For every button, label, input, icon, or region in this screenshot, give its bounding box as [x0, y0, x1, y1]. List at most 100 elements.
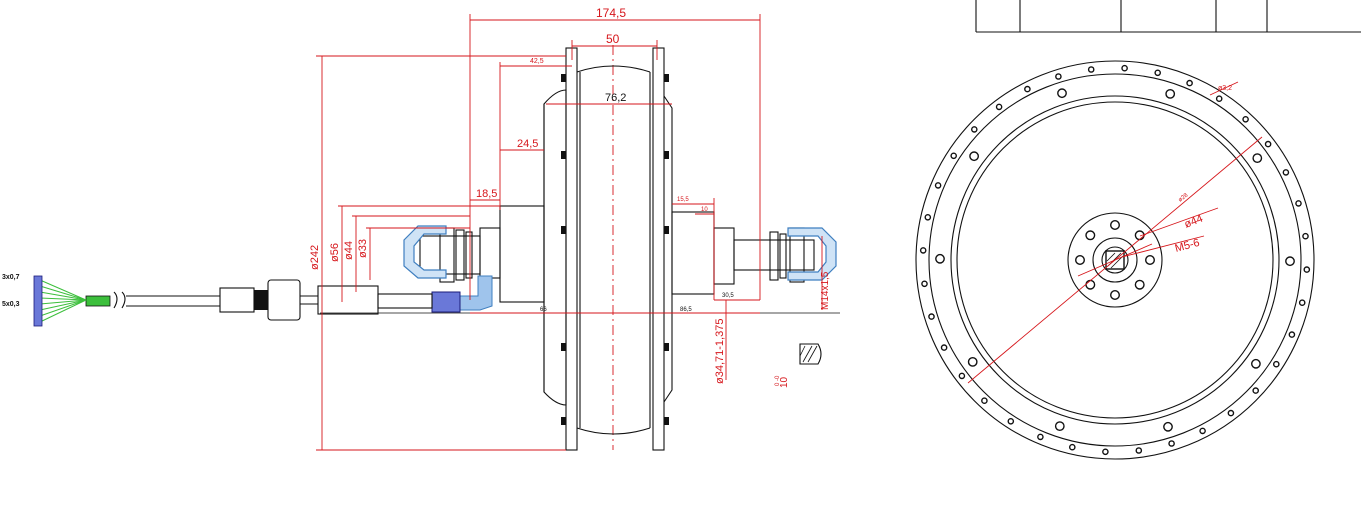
- outer-bolt-hole: [1199, 427, 1206, 435]
- outer-bolt-hole: [1102, 448, 1109, 456]
- left-hub-shoulder: [499, 205, 545, 303]
- hub-shell: [543, 89, 567, 406]
- outer-bolt-hole: [1168, 440, 1175, 447]
- right-axle-clamp: [787, 227, 837, 281]
- outer-bolt-hole: [1303, 266, 1311, 273]
- dim-15-5: 15,5: [677, 197, 689, 203]
- dim-18-5: 18,5: [476, 188, 497, 200]
- outer-bolt-hole: [1295, 200, 1302, 207]
- mid-bolt-hole: [1165, 89, 1176, 99]
- dim-dia-33: ø33: [357, 239, 369, 258]
- outer-bolt-hole: [995, 103, 1003, 111]
- cable-gland: [431, 291, 461, 313]
- wire-terminal-block: [33, 275, 43, 327]
- mid-bolt-hole: [1057, 88, 1067, 99]
- outer-bolt-hole: [1282, 169, 1290, 176]
- dim-24-5: 24,5: [517, 138, 538, 150]
- dim-10: 10: [701, 207, 708, 213]
- outer-bolt-hole: [928, 313, 935, 320]
- dim-dia-242: ø242: [309, 245, 321, 270]
- mid-bolt-hole: [1163, 421, 1173, 432]
- dim-66: 66: [540, 307, 547, 313]
- outer-bolt-hole: [981, 397, 988, 405]
- outer-bolt-hole: [1055, 73, 1062, 80]
- left-axle-clamp: [403, 225, 447, 279]
- outer-bolt-hole: [950, 152, 958, 160]
- front-hole-dia: ø3,2: [1218, 85, 1232, 92]
- connector-female: [317, 285, 379, 315]
- dim-42-5: 42,5: [530, 58, 544, 65]
- outer-bolt-hole: [1154, 69, 1161, 77]
- outer-bolt-hole: [919, 247, 927, 254]
- dim-76-2: 76,2: [605, 92, 626, 104]
- right-hub-shoulder: [671, 211, 715, 295]
- outer-bolt-hole: [940, 344, 948, 351]
- dim-stator-width: 50: [606, 32, 620, 46]
- title-block: [975, 0, 1361, 33]
- outer-bolt-hole: [1252, 387, 1259, 394]
- mid-bolt-hole: [967, 356, 978, 367]
- outer-bolt-hole: [971, 126, 978, 133]
- dim-thread-m14: M14x1,5: [820, 271, 831, 310]
- boss-bolt-hole: [1074, 254, 1085, 265]
- wire-label-2: 5x0,3: [2, 301, 20, 308]
- outer-bolt-hole: [1298, 299, 1306, 307]
- axle-flat-section: 10 0 -0: [775, 343, 822, 388]
- outer-bolt-hole: [1087, 66, 1095, 73]
- mid-bolt-hole: [1252, 153, 1263, 164]
- center-boss: [1067, 212, 1163, 308]
- cable-boot: [377, 293, 433, 309]
- flat-dim: 10: [779, 376, 790, 388]
- outer-bolt-hole: [1264, 140, 1272, 148]
- front-dia-44: ø44: [1183, 213, 1205, 231]
- dim-overall-width: 174,5: [596, 6, 626, 20]
- boss-bolt-holes: [1074, 219, 1155, 301]
- front-pcd: ø28: [1178, 192, 1190, 204]
- hub-motor-side-view: 174,5 50 42,5 76,2 24,5 18,5 15,5 10 30,…: [2, 6, 840, 451]
- boss-bolt-hole: [1085, 230, 1096, 241]
- right-flange: [652, 47, 665, 451]
- mid-bolt-holes: [935, 88, 1295, 432]
- hub-motor-front-view: ø3,2 ø28 ø44 M5-6: [915, 60, 1315, 460]
- dim-86-5: 86,5: [680, 307, 692, 313]
- dim-axle-dia: ø34,71-1,375: [714, 319, 726, 384]
- boss-bolt-hole: [1109, 219, 1120, 230]
- mid-bolt-hole: [1251, 358, 1261, 369]
- dim-dia-44: ø44: [343, 241, 355, 260]
- outer-bolt-hole: [921, 280, 928, 288]
- flat-tolerance: 0 -0: [775, 375, 781, 386]
- outer-bolt-hole: [1186, 79, 1193, 87]
- outer-bolt-hole: [1302, 232, 1309, 240]
- outer-bolt-hole: [1121, 64, 1128, 72]
- outer-bolt-hole: [1135, 447, 1143, 454]
- cable-sleeve: [85, 295, 111, 307]
- outer-rim: [915, 60, 1315, 460]
- mid-bolt-hole: [1285, 256, 1295, 267]
- boss-bolt-hole: [1085, 279, 1096, 290]
- outer-bolt-hole: [1288, 331, 1296, 338]
- mid-bolt-hole: [969, 151, 979, 162]
- boss-bolt-hole: [1144, 254, 1155, 265]
- outer-bolt-hole: [1215, 95, 1223, 102]
- outer-bolt-hole: [958, 372, 966, 380]
- outer-bolt-holes: [919, 64, 1311, 456]
- front-thread: M5-6: [1174, 237, 1201, 255]
- wire-harness: [39, 279, 87, 323]
- outer-bolt-hole: [1273, 360, 1280, 368]
- connector-male: [219, 287, 255, 313]
- outer-bolt-hole: [924, 213, 932, 221]
- left-flange: [565, 47, 578, 451]
- connector-nut: [267, 279, 301, 321]
- dim-dia-56: ø56: [329, 243, 341, 262]
- outer-bolt-hole: [934, 182, 942, 189]
- wire-label-1: 3x0,7: [2, 274, 20, 281]
- left-axle: [419, 235, 481, 275]
- boss-bolt-hole: [1109, 290, 1120, 301]
- outer-bolt-hole: [1024, 85, 1031, 93]
- mid-bolt-hole: [935, 253, 945, 264]
- outer-bolt-hole: [1007, 417, 1015, 425]
- right-axle: [733, 239, 815, 271]
- boss-bolt-hole: [1134, 279, 1145, 290]
- outer-bolt-hole: [1069, 443, 1076, 451]
